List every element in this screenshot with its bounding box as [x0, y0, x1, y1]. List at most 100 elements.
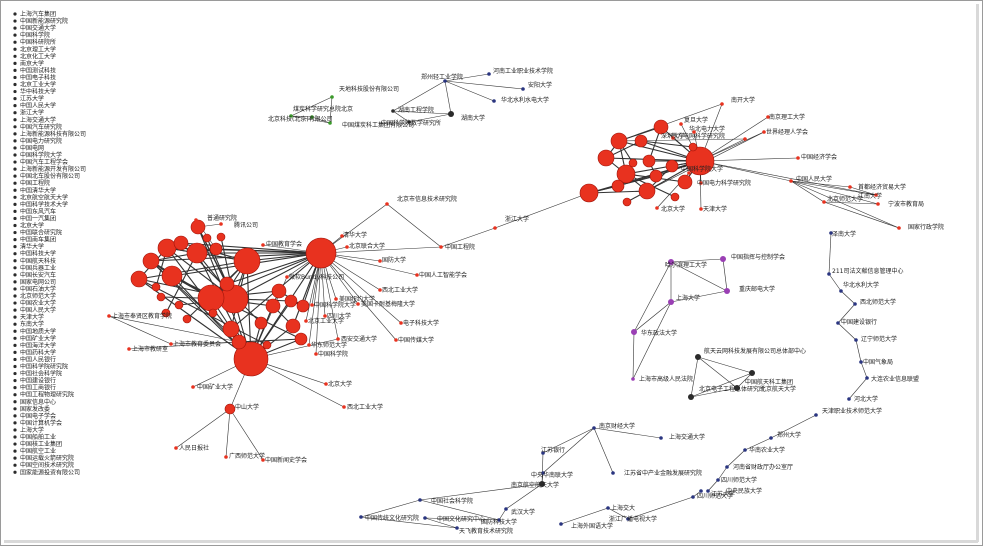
isolate-node: [13, 54, 17, 58]
node-label-m9: 河北大学: [854, 395, 878, 403]
isolate-node: [13, 315, 17, 319]
node-a18: [216, 232, 226, 242]
node-b16: [174, 446, 178, 450]
isolate-node: [13, 463, 17, 467]
node-label-p16: 四川师范大学: [697, 492, 733, 500]
isolate-label: 中国清华大学: [20, 186, 56, 194]
node-label-m2: 211司法文献信息管理中心: [832, 267, 903, 275]
edge-p1-p5: [593, 427, 614, 474]
isolate-label: 国家发改委: [20, 405, 50, 413]
isolate-node: [13, 273, 17, 277]
isolate-node: [13, 195, 17, 199]
isolate-node: [13, 245, 17, 249]
isolate-node: [13, 393, 17, 397]
edge-b4-e1: [440, 227, 496, 248]
node-g4: [310, 115, 314, 119]
node-label-b17: 广西师范大学: [229, 452, 265, 460]
isolate-label: 东南大学: [20, 320, 44, 328]
edge-b19-b20: [108, 315, 172, 345]
node-d11: [897, 226, 901, 230]
edge-b22-b4: [386, 203, 442, 248]
node-b3: [345, 245, 349, 249]
node-n2: [769, 436, 773, 440]
node-c5: [638, 182, 656, 200]
node-label-d3: 南方电网科学研究院: [671, 132, 725, 140]
edge-m6-m7: [855, 339, 862, 363]
edge-g2-g4: [290, 115, 313, 118]
node-b18: [261, 458, 265, 462]
node-label-p15: 浙江广播电视大学: [609, 515, 657, 523]
isolate-label: 北京工业大学: [20, 81, 56, 89]
edge-a29-a31: [238, 338, 302, 343]
isolate-label: 上海新能源科技有限公司: [20, 130, 86, 138]
isolate-label: 中国地质大学: [20, 327, 56, 335]
node-a4: [233, 247, 261, 275]
isolate-node: [13, 252, 17, 256]
edge-h1-h3: [722, 258, 728, 292]
node-label-b9: 电子科技大学: [403, 319, 439, 327]
node-f6: [391, 109, 395, 113]
node-label-p12: 天飞教育技术研究院: [459, 527, 513, 535]
node-label-p5: 江苏省中产业金融发展研究院: [624, 469, 702, 477]
edge-n4-n5: [717, 466, 728, 481]
node-label-b19: 上海市教育委员会: [173, 340, 221, 348]
node-b4: [439, 245, 443, 249]
node-a22: [174, 300, 184, 310]
isolate-label: 中国核工业集团: [20, 440, 62, 448]
edge-a10-a12: [197, 226, 228, 285]
isolate-label: 国家电网公司: [20, 278, 56, 286]
isolate-label: 中国南车集团: [20, 236, 56, 244]
node-label-p13: 上海外国语大学: [571, 522, 613, 530]
node-label-m8: 大连农业信息联盟: [871, 375, 919, 383]
node-m2: [827, 272, 831, 276]
isolate-node: [13, 146, 17, 150]
edge-p13-p14: [560, 507, 609, 525]
node-label-p10: 中国传统文化研究院: [365, 514, 419, 522]
isolate-node: [13, 89, 17, 94]
node-label-b11: 西安交通大学: [341, 335, 377, 343]
node-b19: [169, 342, 173, 346]
node-p17: [699, 489, 703, 493]
isolate-node: [13, 371, 17, 376]
isolate-label: 中国船舶工业: [20, 433, 56, 441]
node-d3: [743, 137, 747, 141]
node-label-d6: 中国人民大学: [796, 175, 832, 183]
node-label-d5: 中国经济学会: [801, 153, 837, 161]
node-label-d9: 江南大学: [858, 192, 882, 200]
isolate-node: [13, 435, 17, 439]
edge-d6-d10: [790, 180, 879, 205]
node-b20: [107, 314, 111, 318]
node-a20: [265, 298, 281, 314]
node-a7: [142, 252, 160, 270]
node-d9: [874, 193, 878, 197]
node-label-b31: 美国卡耐基梅隆大学: [361, 300, 415, 308]
isolate-label: 中国电子学会: [20, 412, 56, 420]
isolate-label: 北京化工大学: [20, 52, 56, 60]
edge-b15-b17: [225, 408, 231, 458]
node-label-b8: 西北工业大学: [382, 286, 418, 294]
edge-e1-c3: [494, 192, 590, 229]
node-m1: [829, 231, 833, 235]
node-label-f6: 湖南工程学院: [398, 106, 434, 114]
isolate-label: 浙江大学: [20, 109, 44, 117]
node-d2: [766, 115, 770, 119]
node-h1: [720, 256, 726, 262]
edge-c1-d1: [618, 103, 723, 142]
isolate-node: [13, 118, 17, 122]
node-b7: [334, 297, 338, 301]
edge-a3-a11: [180, 242, 322, 254]
isolate-label: 中国科学技术大学: [20, 200, 68, 208]
node-b13: [342, 405, 346, 409]
node-label-d8: 北京师范大学: [827, 195, 863, 203]
isolate-node: [13, 350, 17, 354]
isolate-label: 中国电力研究院: [20, 137, 62, 145]
isolate-node: [13, 343, 17, 347]
node-label-m7: 中国气象局: [863, 358, 893, 366]
node-label-b20: 上海市奉贤区教育学院: [112, 312, 172, 320]
edge-d8-d10: [823, 201, 879, 205]
node-a2: [197, 284, 225, 312]
node-f5: [448, 111, 454, 117]
node-label-k2: 北京电子工程总体研究所: [699, 385, 765, 393]
edge-f1-f2: [444, 73, 490, 82]
node-b28: [307, 343, 311, 347]
